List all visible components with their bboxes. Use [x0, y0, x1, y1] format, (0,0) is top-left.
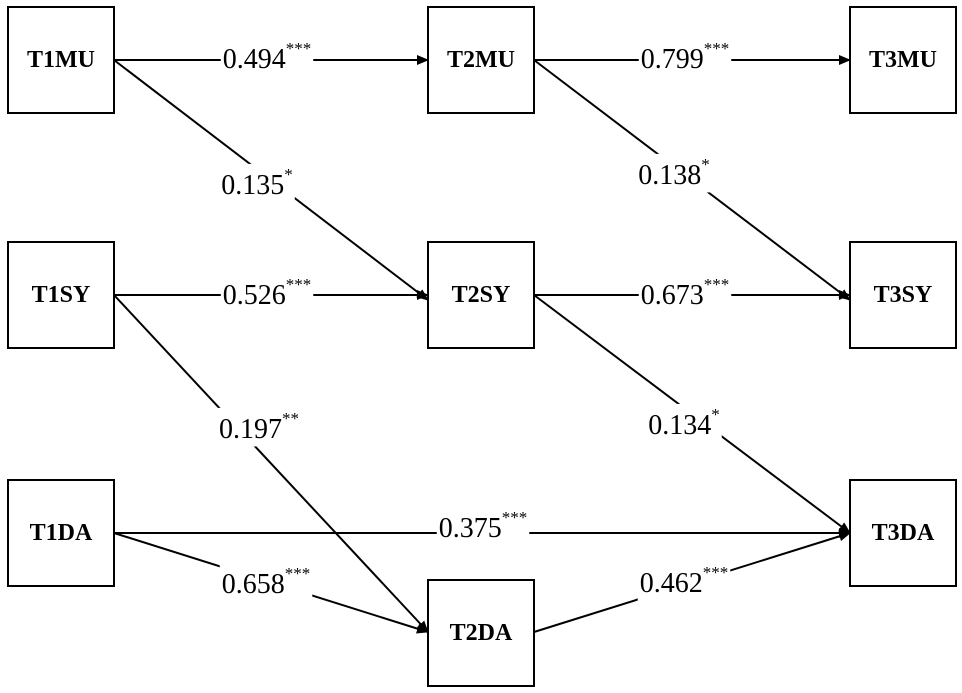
node-box [849, 241, 957, 349]
coef-label-bg [217, 407, 301, 447]
coef-label-bg [638, 273, 732, 313]
coef-label-bg [436, 506, 530, 546]
node-box [427, 6, 535, 114]
coef-value: 0.135 [221, 170, 284, 201]
coef-label-bg [219, 163, 295, 203]
coef-significance: * [711, 405, 720, 424]
node-box [427, 241, 535, 349]
coef-significance: *** [704, 39, 730, 58]
node-label: T2DA [450, 620, 513, 646]
node-box [7, 479, 115, 587]
coef-label-t1da-t2da: 0.658*** [222, 564, 311, 601]
coef-label-t2sy-t3sy: 0.673*** [641, 275, 730, 312]
coef-label-t1sy-t2da: 0.197** [219, 409, 299, 446]
coef-label-t2sy-t3da: 0.134* [648, 405, 720, 442]
node-t3da: T3DA [849, 479, 957, 587]
coef-value: 0.526 [223, 280, 286, 311]
path-arrow-t1sy-t2da [113, 294, 429, 633]
node-box [427, 579, 535, 687]
coef-label-bg [220, 273, 314, 313]
node-box [849, 479, 957, 587]
coef-value: 0.494 [223, 44, 286, 75]
coef-label-bg [646, 403, 722, 443]
coef-label-bg [220, 37, 314, 77]
coef-label-t2mu-t3sy: 0.138* [638, 155, 710, 192]
node-t1mu: T1MU [7, 6, 115, 114]
coef-label-bg [637, 561, 731, 601]
coef-label-t2da-t3da: 0.462*** [640, 563, 729, 600]
node-box [849, 6, 957, 114]
coef-label-bg [638, 37, 732, 77]
node-t3sy: T3SY [849, 241, 957, 349]
coef-label-bg [219, 562, 313, 602]
node-box [7, 241, 115, 349]
coef-significance: ** [282, 409, 299, 428]
coef-significance: *** [286, 275, 312, 294]
node-t2sy: T2SY [427, 241, 535, 349]
coef-value: 0.673 [641, 280, 704, 311]
node-label: T3DA [872, 520, 935, 546]
coef-label-t2mu-t3mu: 0.799*** [641, 39, 730, 76]
coef-significance: *** [502, 508, 528, 527]
coef-label-bg [636, 153, 712, 193]
coef-value: 0.462 [640, 568, 703, 599]
coef-label-t1sy-t2sy: 0.526*** [223, 275, 312, 312]
coef-value: 0.375 [439, 513, 502, 544]
node-label: T1MU [27, 47, 95, 73]
node-t1da: T1DA [7, 479, 115, 587]
coef-value: 0.134 [648, 410, 711, 441]
node-t2da: T2DA [427, 579, 535, 687]
coef-significance: * [284, 165, 293, 184]
coef-label-t1mu-t2sy: 0.135* [221, 165, 293, 202]
node-label: T1SY [32, 282, 91, 308]
coef-value: 0.658 [222, 569, 285, 600]
coef-significance: * [701, 155, 710, 174]
node-t2mu: T2MU [427, 6, 535, 114]
coef-label-t1da-t3da: 0.375*** [439, 508, 528, 545]
node-label: T2SY [452, 282, 511, 308]
coef-label-t1mu-t2mu: 0.494*** [223, 39, 312, 76]
coef-value: 0.138 [638, 160, 701, 191]
coef-significance: *** [285, 564, 311, 583]
node-box [7, 6, 115, 114]
coef-value: 0.197 [219, 414, 282, 445]
node-label: T2MU [447, 47, 515, 73]
node-label: T1DA [30, 520, 93, 546]
node-label: T3MU [869, 47, 937, 73]
node-label: T3SY [874, 282, 933, 308]
coef-value: 0.799 [641, 44, 704, 75]
coef-significance: *** [703, 563, 729, 582]
node-t1sy: T1SY [7, 241, 115, 349]
coef-significance: *** [286, 39, 312, 58]
node-t3mu: T3MU [849, 6, 957, 114]
coef-significance: *** [704, 275, 730, 294]
